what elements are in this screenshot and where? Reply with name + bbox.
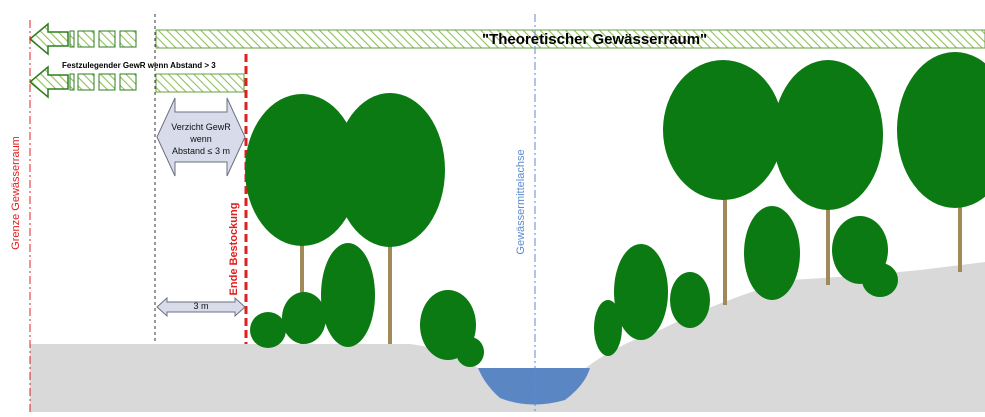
- to-define-band: [155, 73, 245, 93]
- shrub: [250, 312, 286, 348]
- boundary-label: Grenze Gewässerraum: [10, 136, 22, 250]
- tree-crown: [663, 60, 783, 200]
- shrub: [862, 263, 898, 297]
- left-arrow-row-2: [28, 65, 137, 99]
- shrub: [744, 206, 800, 300]
- distance-label: 3 m: [193, 301, 209, 311]
- waiver-label-line1: Verzicht GewR: [171, 122, 231, 132]
- shrub: [594, 300, 622, 356]
- end-stocking-label: Ende Bestockung: [228, 202, 240, 296]
- to-define-band-label: Festzulegender GewR wenn Abstand > 3: [62, 61, 216, 70]
- distance-arrow: [156, 296, 246, 318]
- shrub: [670, 272, 710, 328]
- theoretical-band-label: "Theoretischer Gewässerraum": [482, 31, 708, 48]
- shrub: [614, 244, 668, 340]
- right-trees: [594, 52, 985, 356]
- waiver-arrow: [156, 97, 246, 177]
- tree-crown: [897, 52, 985, 208]
- left-trees: [245, 93, 484, 367]
- theoretical-band: [155, 29, 985, 49]
- water-body: [478, 368, 590, 405]
- waiver-label-line2: wenn: [190, 134, 212, 144]
- tree-crown: [245, 94, 359, 246]
- shrub: [321, 243, 375, 347]
- shrub: [282, 292, 326, 344]
- waiver-label-line3: Abstand ≤ 3 m: [172, 146, 230, 156]
- shrub: [456, 337, 484, 367]
- tree-crown: [773, 60, 883, 210]
- axis-label: Gewässermittelachse: [515, 149, 527, 255]
- left-arrow-row-1: [28, 22, 137, 56]
- tree-crown: [335, 93, 445, 247]
- terrain: [30, 262, 985, 412]
